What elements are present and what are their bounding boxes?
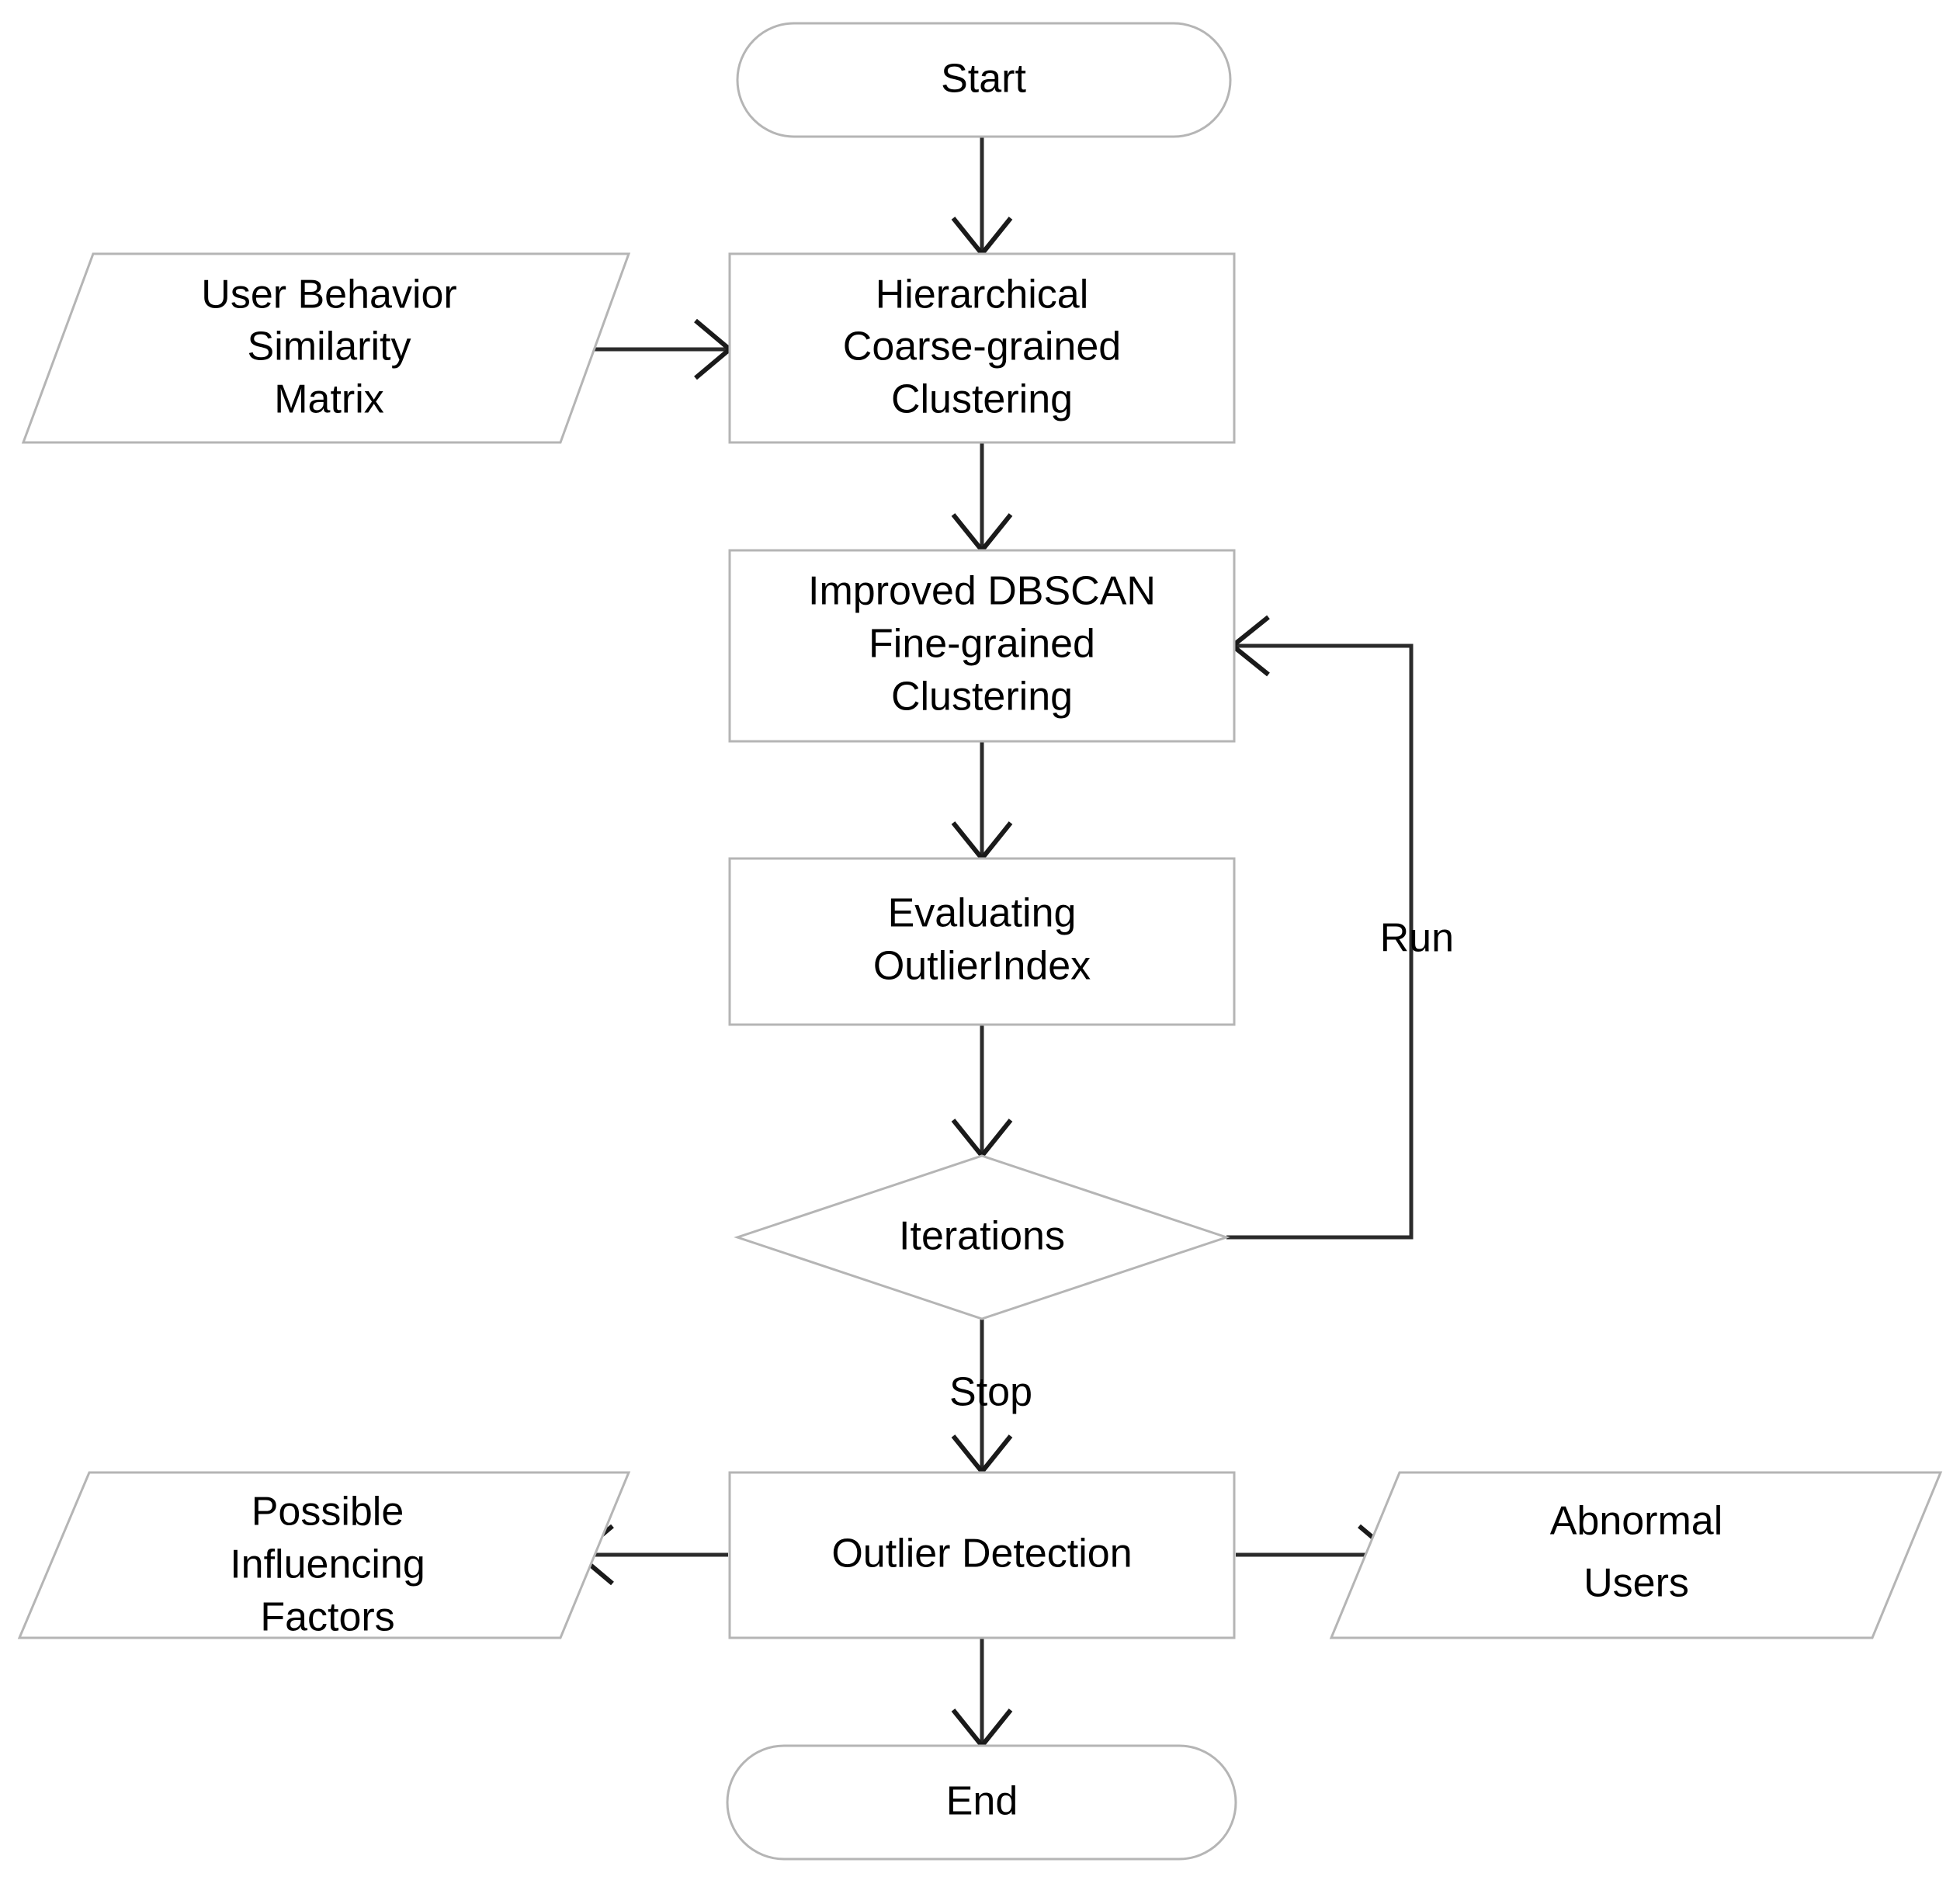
node-factors-line-2: Influencing	[230, 1542, 425, 1587]
node-start-label: Start	[941, 57, 1026, 102]
node-improved-dbscan-fine-grained-clustering[interactable]: Improved DBSCAN Fine-grained Clustering	[728, 549, 1236, 743]
node-dbscan-line-2: Fine-grained	[869, 622, 1095, 667]
node-hierarchical-line-3: Clustering	[891, 377, 1073, 422]
node-factors-line-1: Possible	[252, 1490, 404, 1535]
node-end-label: End	[946, 1779, 1018, 1824]
node-dbscan-line-1: Improved DBSCAN	[808, 569, 1156, 614]
node-matrix-line-1: User Behavior	[201, 272, 456, 317]
edge-label-stop: Stop	[949, 1370, 1032, 1415]
node-possible-influencing-factors[interactable]: Possible Influencing Factors	[17, 1471, 631, 1640]
node-factors-line-3: Factors	[260, 1595, 394, 1640]
edge-dbscan-to-evaluating	[951, 741, 1013, 862]
node-user-behavior-similarity-matrix[interactable]: User Behavior Similarity Matrix	[21, 252, 631, 444]
edge-outlier-to-end	[951, 1638, 1013, 1750]
node-evaluating-outlier-index[interactable]: Evaluating OutlierIndex	[728, 857, 1236, 1026]
node-evaluating-line-2: OutlierIndex	[873, 944, 1091, 989]
node-hierarchical-line-1: Hierarchical	[876, 272, 1089, 317]
node-dbscan-line-3: Clustering	[891, 675, 1073, 720]
node-evaluating-line-1: Evaluating	[888, 891, 1077, 936]
node-matrix-line-3: Matrix	[274, 377, 384, 422]
node-abnormal-users-line-2: Users	[1584, 1561, 1689, 1606]
node-iterations-label: Iterations	[899, 1214, 1065, 1259]
edge-hierarchical-to-dbscan	[951, 442, 1013, 554]
node-iterations-decision[interactable]: Iterations	[734, 1154, 1230, 1320]
node-end[interactable]: End	[726, 1744, 1237, 1861]
node-outlier-detection[interactable]: Outlier Detection	[728, 1471, 1236, 1639]
node-abnormal-users-line-1: Abnormal	[1550, 1499, 1723, 1544]
edge-start-to-hierarchical	[951, 136, 1013, 258]
node-abnormal-users[interactable]: Abnormal Users	[1329, 1471, 1943, 1639]
edge-evaluating-to-iterations	[951, 1025, 1013, 1160]
node-matrix-line-2: Similarity	[248, 324, 411, 369]
node-start[interactable]: Start	[736, 22, 1232, 138]
node-outlier-detection-label: Outlier Detection	[831, 1531, 1132, 1577]
node-hierarchical-coarse-grained-clustering[interactable]: Hierarchical Coarse-grained Clustering	[728, 252, 1236, 444]
edge-label-run: Run	[1380, 916, 1454, 961]
node-hierarchical-line-2: Coarse-grained	[843, 324, 1121, 369]
